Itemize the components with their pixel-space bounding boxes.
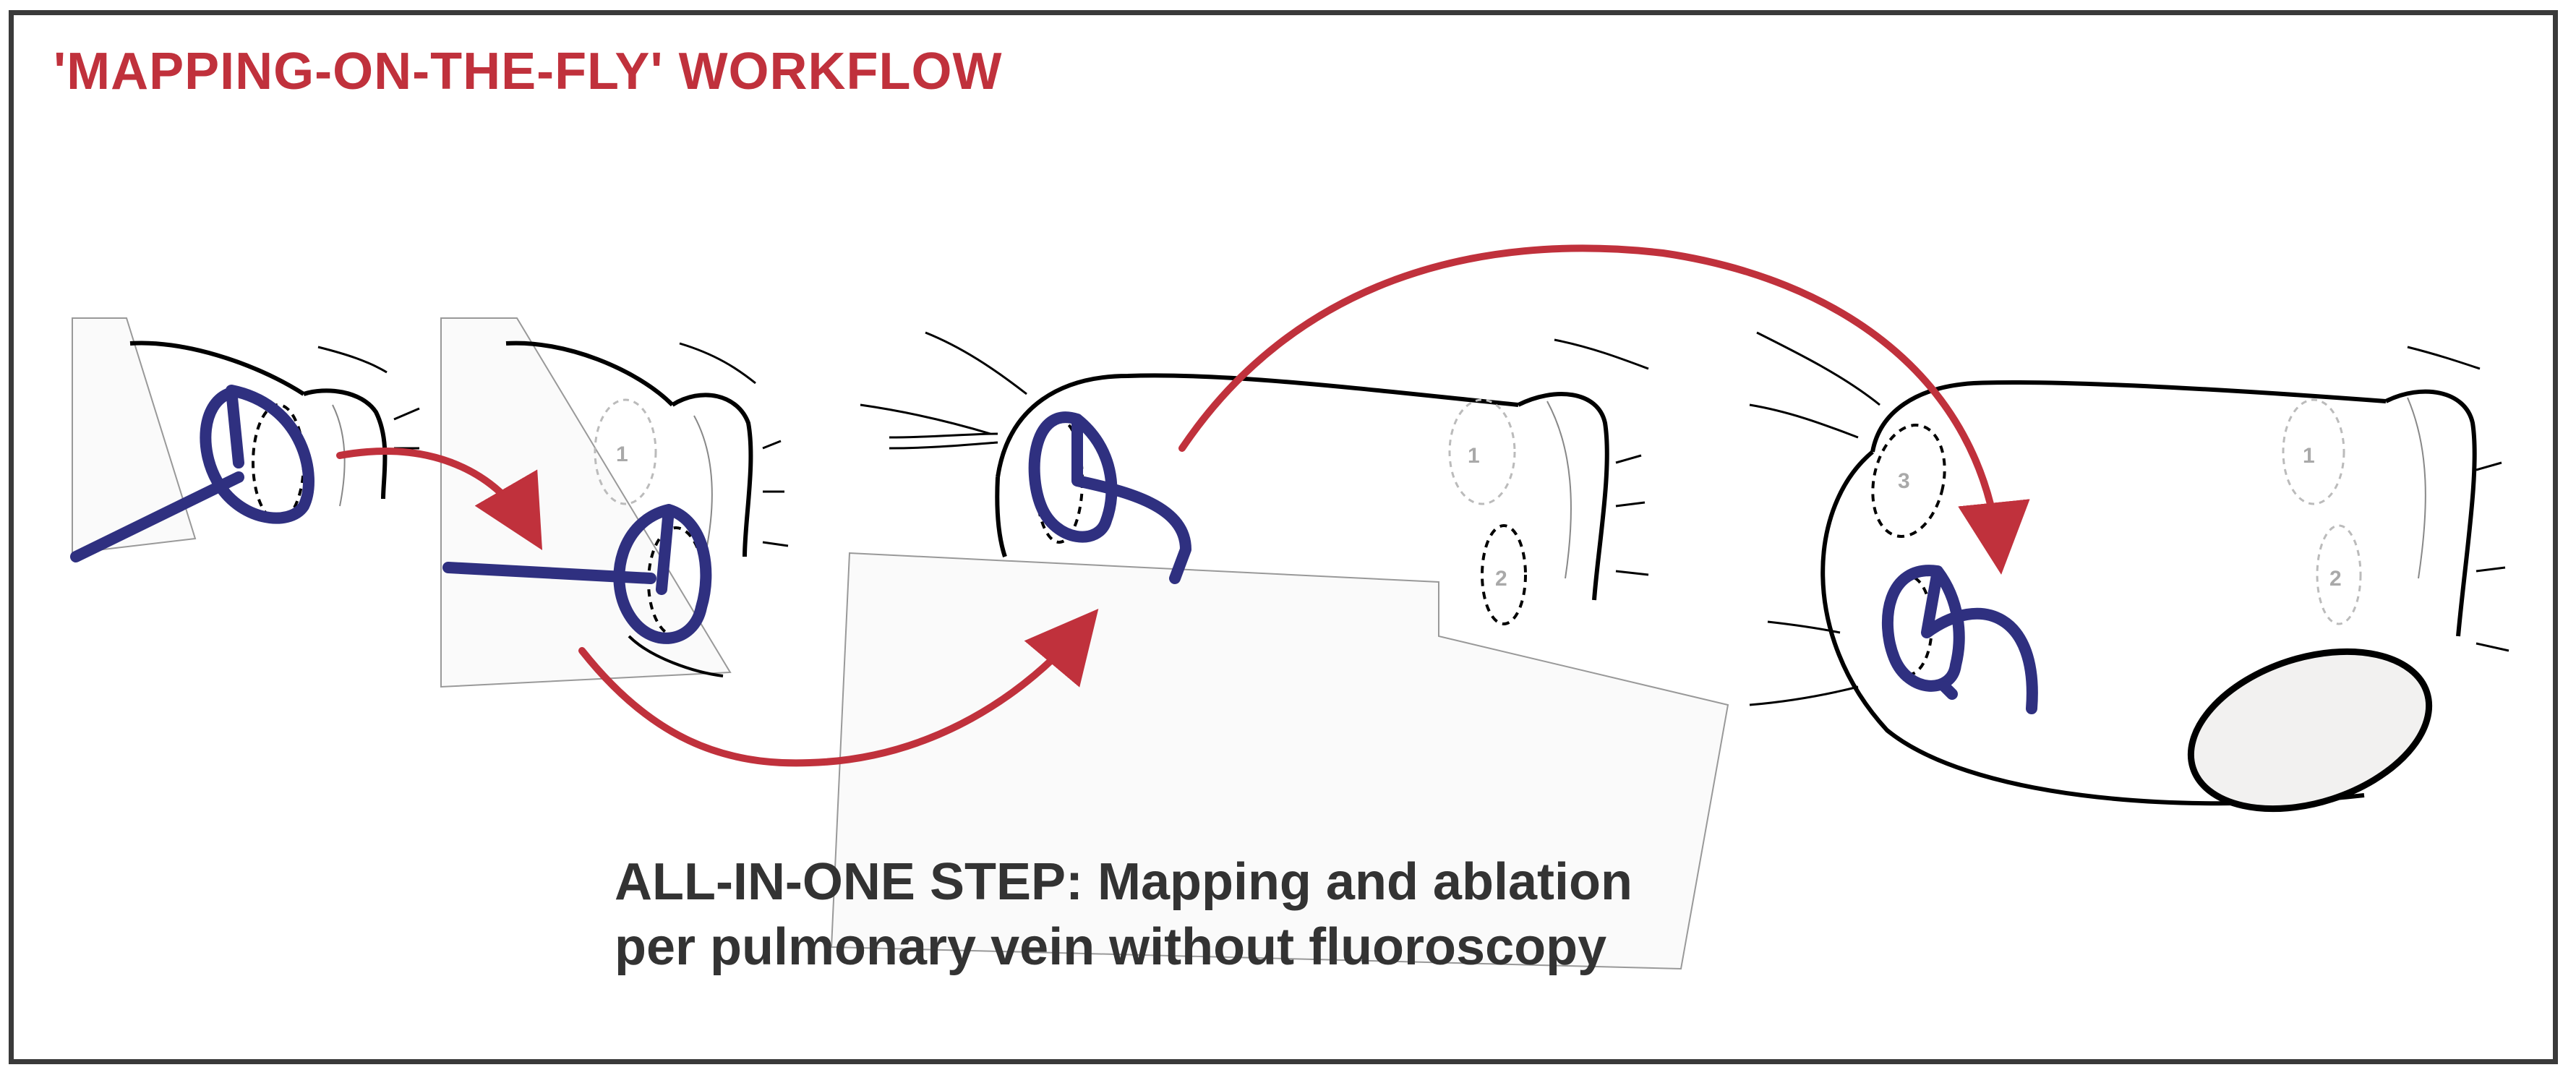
panel-2-vein-label-1: 1 [616,442,628,466]
panel-2-catheter-shaft [442,562,656,584]
panel-3-appendage-outline [1517,392,1609,601]
workflow-caption: ALL-IN-ONE STEP: Mapping and ablation pe… [615,849,1633,980]
workflow-arrows [336,244,2030,767]
panel-4-vessel-line-2 [1749,403,1859,439]
panel-1-vein-ostium [252,403,305,522]
panel-2-appendage-outline [671,393,753,557]
panel-3-vein-ostium-1 [1448,398,1516,505]
panel-1-backdrop [72,317,197,555]
panel-3-appendage-line [1546,401,1572,579]
panel-2-atrium-outline [505,341,675,407]
arrow-panel2-to-panel3 [578,609,1099,767]
panel-3-vessel-line-4 [1554,338,1649,370]
panel-3-vessel-tick [1615,454,1649,576]
panel-2-vessel-line [679,342,756,385]
panel-4-catheter [1881,565,2038,714]
panel-4: 3 1 2 [1749,331,2509,813]
panel-3-vein-label-2: 2 [1495,567,1507,591]
panel-2-backdrop [440,317,732,688]
caption-line-1: ALL-IN-ONE STEP: Mapping and ablation [615,853,1633,911]
panel-4-vessel-tick [2476,461,2509,652]
panel-3-vein-label-1: 1 [1468,444,1480,468]
panel-3-vessel-line-1 [925,331,1027,395]
panel-4-mitral-valve [2187,648,2433,813]
panel-2-lower-outline [628,635,724,677]
panel-4-vein-label-2: 2 [2329,567,2342,591]
panel-4-appendage-outline [2384,389,2477,637]
panel-3-vessel-line-2 [860,403,991,435]
panel-4-vessel-line-4 [2407,346,2481,370]
panel-4-vein-ostium-2 [2316,524,2362,625]
panel-4-atrium-body [1820,450,2365,806]
diagram-title: 'MAPPING-ON-THE-FLY' WORKFLOW [54,43,1003,100]
panel-4-vein-ostium-1 [2282,398,2345,505]
panel-1-atrium-outline [129,341,305,396]
panel-2-catheter-loop [613,504,712,644]
panel-4-vessel-line-3 [1749,620,1859,706]
panel-4-vessel-line-1 [1756,331,1880,406]
panel-3-atrium-outline [996,373,1519,478]
panel-3-catheter [1028,411,1191,584]
panel-1-vessel-tick [393,407,420,450]
panel-1-catheter-shaft [70,471,244,562]
panel-1-vessel-line [317,346,388,374]
panel-4-atrium-outline [1870,380,2387,453]
panel-4-catheter-tip [1939,681,1958,700]
caption-line-2: per pulmonary vein without fluoroscopy [615,918,1607,976]
panel-3-vein-ostium-2 [1481,524,1527,625]
panel-3-atrium-left [995,476,1007,557]
panel-4-vein-ostium-3 [1871,424,1946,538]
panel-2-vein-ostium-1 [594,398,657,505]
panel-2: 1 [440,317,789,688]
panel-4-vein-label-3: 3 [1898,469,1910,493]
panel-1 [70,317,420,562]
panel-1-appendage-outline [303,388,388,500]
panel-3-vessel-line-3 [889,432,998,450]
panel-2-vessel-tick [762,440,789,547]
panel-4-appendage-line [2407,397,2426,579]
panel-2-appendage-line [693,415,713,557]
arrow-panel3-to-panel4 [1178,244,2030,575]
arrow-panel1-to-panel2 [336,448,543,550]
panel-4-vein-label-1: 1 [2303,444,2315,468]
panel-1-catheter-loop [200,385,314,524]
